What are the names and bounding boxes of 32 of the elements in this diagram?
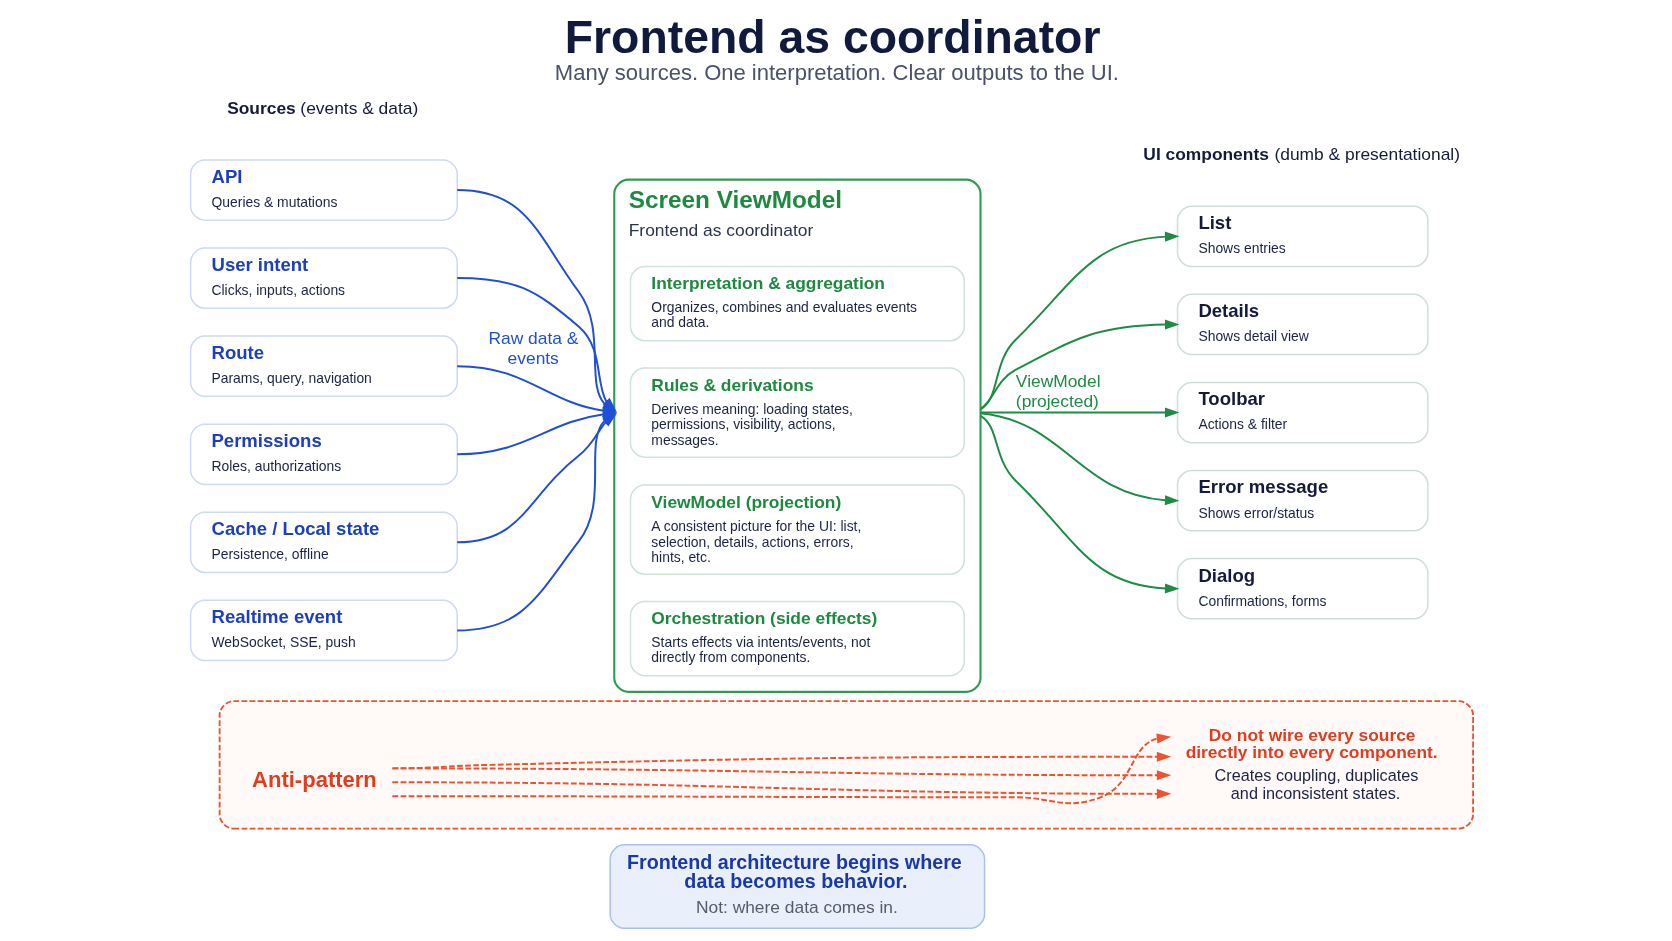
label: UI components (dumb & presentational) [1142, 144, 1460, 165]
node-box: Interpretation & aggregation Organizes, combines and evaluates events and data. [629, 265, 965, 342]
node-box: API Queries & mutations [189, 159, 458, 221]
arrow [455, 413, 617, 632]
node-box: Cache / Local state Persistence, offline [189, 511, 458, 574]
arrow [455, 413, 617, 544]
arrow [979, 412, 1179, 506]
node-box: Error message Shows error/status [1176, 469, 1429, 532]
node-box: Dialog Confirmations, forms [1176, 557, 1429, 620]
node-box: Rules & derivations Derives meaning: loading states, permissions, visibility, actions, messages. [629, 367, 965, 458]
node-box: Toolbar Actions & filter [1176, 381, 1429, 444]
cluster [218, 700, 1474, 830]
node-text: Do not wire every source directly into every component. Creates coupling, duplicates and inconsistent states. [1185, 724, 1438, 802]
node-box: Orchestration (side effects) Starts effects via intents/events, not directly from components. [629, 600, 965, 677]
node-box: Route Params, query, navigation [189, 335, 458, 398]
arrow [979, 231, 1179, 411]
arrow [979, 414, 1179, 594]
node-box: List Shows entries [1176, 205, 1429, 268]
label: Sources (events & data) [226, 98, 418, 119]
node-text: Anti-pattern [251, 766, 377, 792]
node-box: Details Shows detail view [1176, 293, 1429, 356]
node-box: ViewModel (projection) A consistent picture for the UI: list, selection, details, actions, errors, hints, etc. [629, 484, 965, 575]
arrow [390, 781, 1171, 799]
arrow [390, 751, 1171, 770]
edge-label: Raw data & events [488, 328, 578, 368]
node-box: Frontend architecture begins where data becomes behavior. Not: where data comes in. [608, 844, 985, 930]
node-box: Realtime event WebSocket, SSE, push [189, 599, 458, 662]
node-box: User intent Clicks, inputs, actions [189, 247, 458, 309]
arrow [390, 733, 1171, 805]
node-box: Permissions Roles, authorizations [189, 423, 458, 486]
edge-label: ViewModel (projected) [1015, 371, 1101, 411]
arrow [979, 319, 1179, 410]
